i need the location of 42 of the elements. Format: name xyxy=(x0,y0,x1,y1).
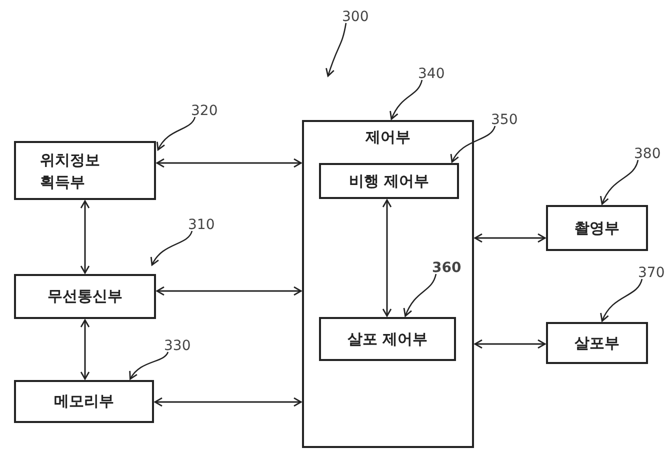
arrow xyxy=(474,339,546,349)
control-unit-box xyxy=(302,120,474,448)
unit-label: 촬영부 xyxy=(574,218,620,238)
sub-unit-box xyxy=(319,317,456,361)
unit-box xyxy=(14,274,156,319)
sub-unit-box xyxy=(319,163,459,199)
callout-number: 380 xyxy=(634,146,661,162)
arrow xyxy=(382,199,392,317)
arrow xyxy=(154,397,302,407)
unit-box xyxy=(546,205,648,251)
callout-number: 300 xyxy=(342,9,369,25)
leader-line xyxy=(151,230,193,266)
leader-line xyxy=(600,278,643,322)
unit-label: 비행 제어부 xyxy=(348,172,430,190)
callout-number: 360 xyxy=(432,260,462,276)
leader-line xyxy=(390,80,423,120)
unit-label: 제어부 xyxy=(366,128,410,147)
callout-number: 350 xyxy=(491,112,518,128)
leader-line xyxy=(130,352,169,380)
unit-label: 살포부 xyxy=(574,334,620,352)
unit-label: 위치정보 획득부 xyxy=(40,150,101,192)
arrow xyxy=(80,319,90,380)
unit-box xyxy=(14,141,156,200)
unit-label: 무선통신부 xyxy=(48,287,122,306)
leader-line xyxy=(326,22,347,77)
callout-number: 310 xyxy=(188,217,215,233)
callout-number: 320 xyxy=(191,103,218,119)
arrow xyxy=(156,286,302,296)
leader-line xyxy=(600,160,639,205)
arrow xyxy=(156,158,302,168)
callout-number: 330 xyxy=(164,338,191,354)
unit-box xyxy=(14,380,154,423)
arrow xyxy=(474,233,546,243)
leader-line xyxy=(404,274,437,317)
leader-line xyxy=(451,126,496,163)
arrow xyxy=(80,200,90,274)
callout-number: 370 xyxy=(638,265,665,281)
unit-label: 살포 제어부 xyxy=(347,330,428,348)
leader-line xyxy=(157,116,196,151)
callout-number: 340 xyxy=(418,66,445,82)
unit-box xyxy=(546,322,648,364)
unit-label: 메모리부 xyxy=(54,392,114,411)
